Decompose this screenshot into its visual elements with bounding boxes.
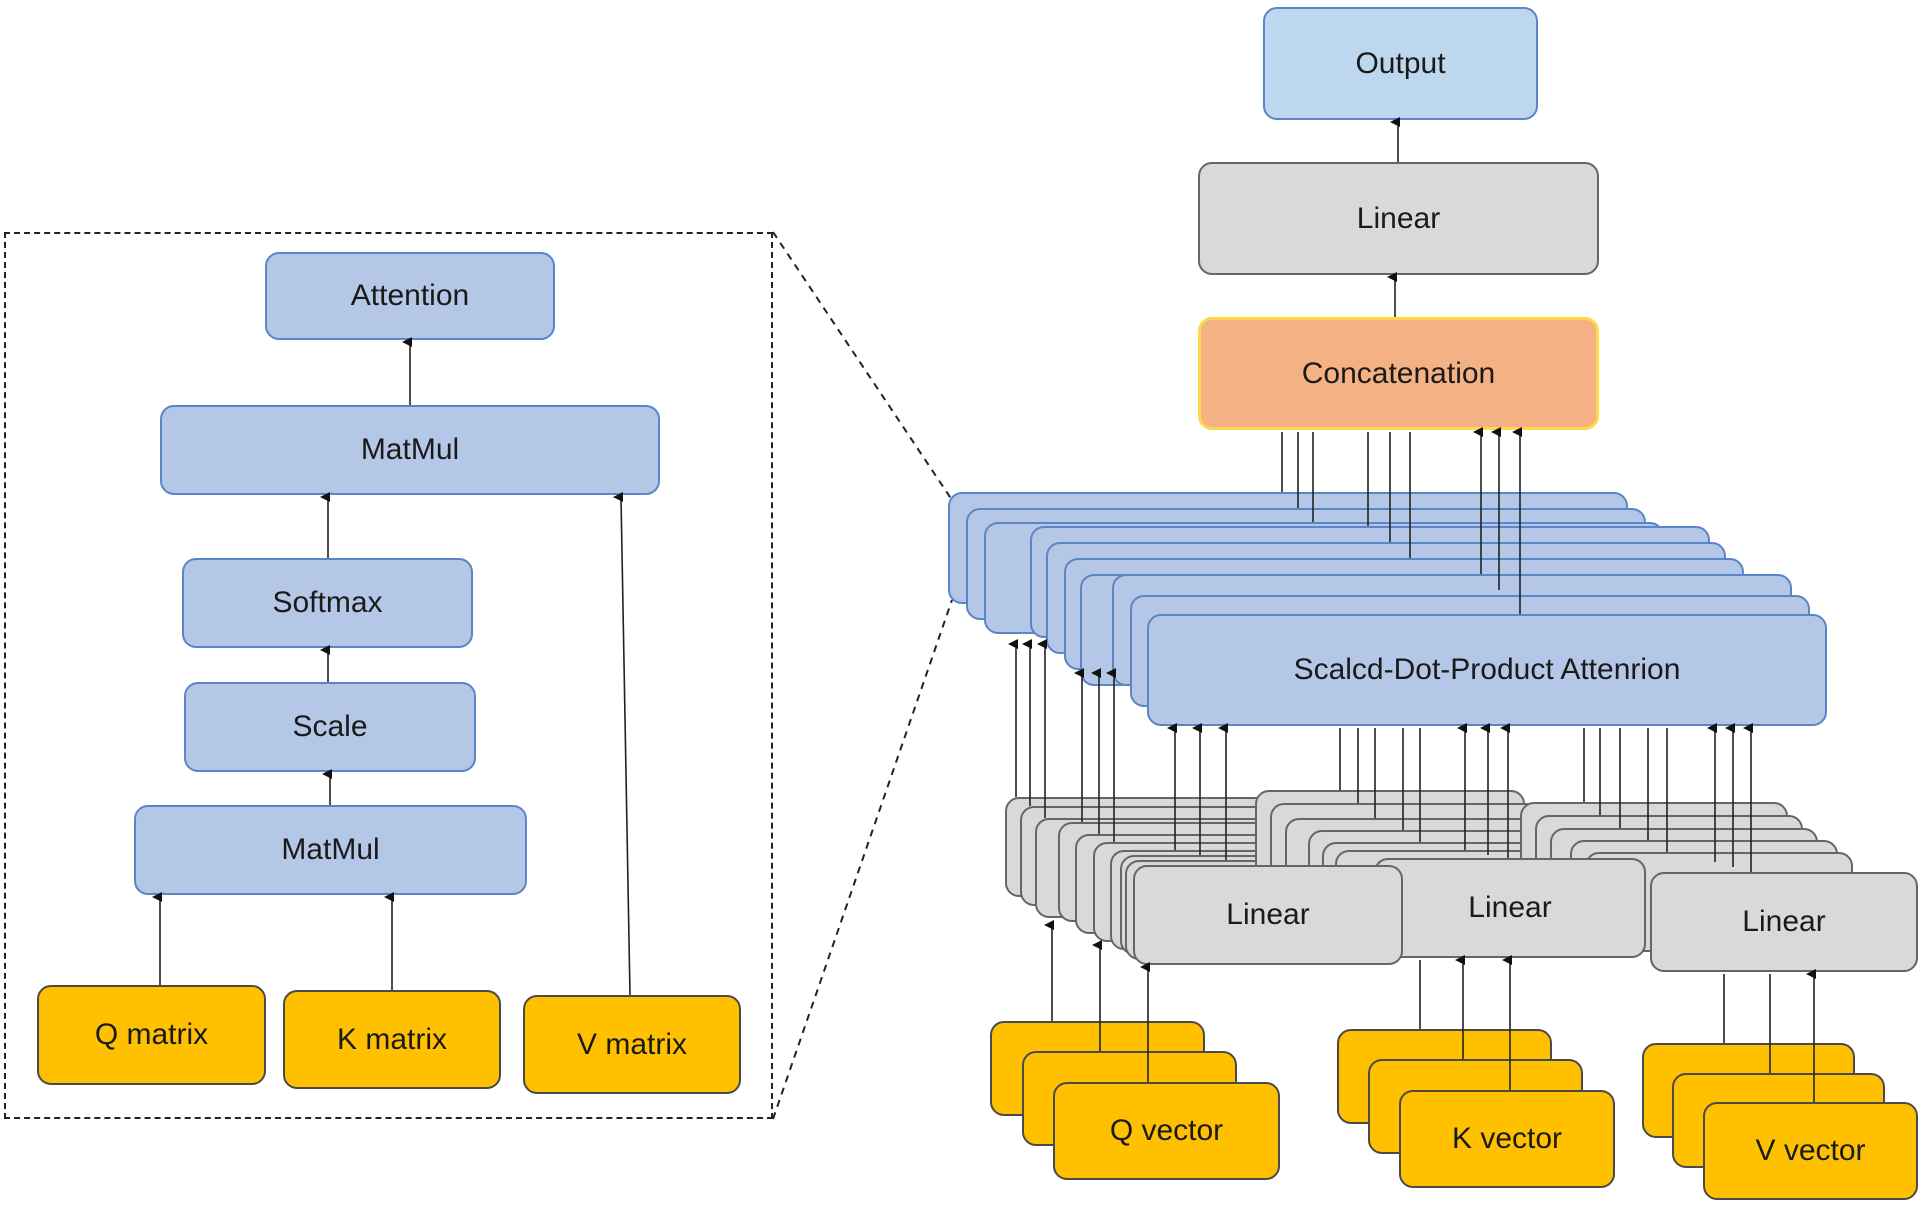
k-vector-box: K vector — [1399, 1090, 1615, 1188]
q-matrix-box: Q matrix — [37, 985, 266, 1085]
linear-q-box: Linear — [1133, 865, 1403, 965]
linear-k-box: Linear — [1374, 858, 1646, 958]
zoom-connector-bottom — [772, 599, 953, 1120]
linear-top-box: Linear — [1198, 162, 1599, 275]
linear-v-box: Linear — [1650, 872, 1918, 972]
concatenation-box: Concatenation — [1198, 317, 1599, 430]
k-matrix-box: K matrix — [283, 990, 501, 1089]
zoom-connector-top — [772, 231, 953, 501]
output-box: Output — [1263, 7, 1538, 120]
q-vector-box: Q vector — [1053, 1082, 1280, 1180]
arrow-v-matrix-to-matmul — [613, 491, 631, 996]
scaled-dot-product-detail-frame — [4, 232, 773, 1119]
attention-box: Attention — [265, 252, 555, 340]
v-matrix-box: V matrix — [523, 995, 741, 1094]
v-vector-box: V vector — [1703, 1102, 1918, 1200]
matmul-top-box: MatMul — [160, 405, 660, 495]
matmul-bottom-box: MatMul — [134, 805, 527, 895]
